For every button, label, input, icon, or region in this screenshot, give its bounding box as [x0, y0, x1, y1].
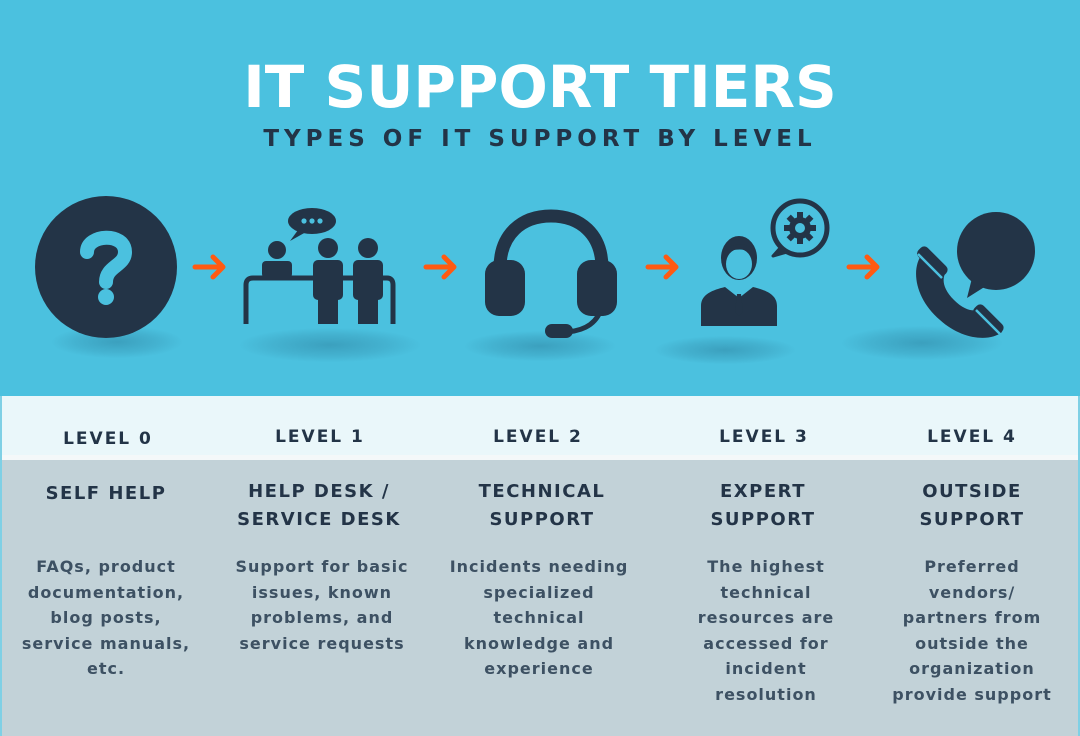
question-circle-icon [35, 196, 177, 338]
level-label-4: LEVEL 4 [927, 427, 1017, 447]
arrow-right-icon [423, 254, 457, 280]
tier-desc-4: Preferred vendors/ partners from outside… [892, 557, 1052, 704]
level-label-0: LEVEL 0 [63, 429, 153, 449]
icon-shadow [655, 336, 795, 364]
level-label-3: LEVEL 3 [719, 427, 809, 447]
icon-shadow [465, 331, 615, 361]
phone-chat-icon [910, 210, 1035, 342]
tier-desc-1: Support for basic issues, known problems… [235, 557, 409, 653]
arrow-right-icon [645, 254, 679, 280]
hero-banner: IT SUPPORT TIERS TYPES OF IT SUPPORT BY … [35, 53, 1035, 364]
help-desk-people-icon [240, 205, 400, 327]
page-title: IT SUPPORT TIERS [243, 53, 837, 121]
level-band: LEVEL 0 LEVEL 1 LEVEL 2 LEVEL 3 LEVEL 4 [0, 396, 1080, 460]
icon-shadow [240, 328, 420, 362]
tier-name-4: OUTSIDE SUPPORT [919, 481, 1025, 530]
tier-desc-0: FAQs, product documentation, blog posts,… [21, 557, 191, 678]
tier-name-3: EXPERT SUPPORT [710, 481, 816, 530]
tier-desc-2: Incidents needing specialized technical … [449, 557, 629, 678]
page-subtitle: TYPES OF IT SUPPORT BY LEVEL [263, 126, 817, 152]
band-divider [2, 455, 1078, 460]
headset-icon [482, 204, 620, 340]
tier-name-0: SELF HELP [45, 483, 167, 504]
tier-desc-3: The highest technical resources are acce… [697, 557, 835, 704]
tier-name-2: TECHNICAL SUPPORT [478, 481, 606, 530]
level-label-2: LEVEL 2 [493, 427, 583, 447]
arrow-right-icon [192, 254, 226, 280]
level-label-1: LEVEL 1 [275, 427, 365, 447]
tier-name-1: HELP DESK / SERVICE DESK [237, 481, 401, 530]
expert-gear-icon [697, 194, 832, 328]
tier-details: SELF HELP FAQs, product documentation, b… [0, 460, 1080, 736]
arrow-right-icon [846, 254, 880, 280]
